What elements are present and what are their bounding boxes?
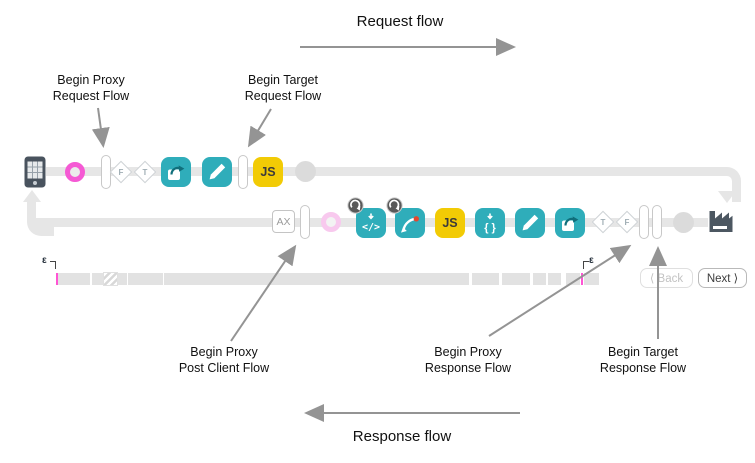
timeline-segment bbox=[533, 273, 546, 285]
condition-letter: F bbox=[118, 167, 124, 177]
condition-diamond[interactable]: F bbox=[109, 160, 133, 184]
factory-icon[interactable] bbox=[706, 203, 736, 239]
epsilon-right-label: ε bbox=[589, 255, 594, 266]
policy-step-pencil-icon[interactable] bbox=[202, 157, 232, 187]
condition-letter: T bbox=[142, 167, 148, 177]
begin-target-response-flow-marker[interactable] bbox=[652, 205, 662, 239]
code-glyph: </> bbox=[362, 222, 380, 233]
request-track bbox=[46, 167, 714, 176]
request-track-arrowhead-icon bbox=[718, 191, 736, 203]
policy-step-code-icon[interactable]: </> bbox=[356, 208, 386, 238]
begin-proxy-response-flow-marker[interactable] bbox=[639, 205, 649, 239]
label-line: Post Client Flow bbox=[178, 361, 270, 375]
policy-step-callout-icon[interactable] bbox=[395, 208, 425, 238]
epsilon-left-bracket bbox=[50, 261, 56, 269]
label-line: Response Flow bbox=[424, 361, 512, 375]
timeline-segment bbox=[472, 273, 499, 285]
proxy-endpoint-ring-faded[interactable] bbox=[321, 212, 341, 232]
label-begin-proxy-request-flow: Begin Proxy Request Flow bbox=[16, 72, 166, 104]
label-begin-proxy-response-flow: Begin Proxy Response Flow bbox=[393, 344, 543, 376]
arrow-begin-target-request bbox=[247, 108, 272, 148]
request-track-corner bbox=[714, 167, 741, 202]
label-line: Begin Proxy bbox=[190, 345, 258, 359]
timeline-segment bbox=[164, 273, 469, 285]
back-button[interactable]: ⟨ Back bbox=[640, 268, 693, 288]
label-line: Begin Proxy bbox=[434, 345, 502, 359]
request-flow-title: Request flow bbox=[356, 13, 444, 30]
condition-diamond[interactable]: T bbox=[133, 160, 157, 184]
flow-node-dot[interactable] bbox=[673, 212, 694, 233]
label-line: Request Flow bbox=[52, 89, 130, 103]
begin-target-request-flow-marker[interactable] bbox=[238, 155, 248, 189]
arrow-begin-proxy-post-client bbox=[230, 244, 297, 342]
policy-step-pencil-icon[interactable] bbox=[515, 208, 545, 238]
label-line: Begin Target bbox=[248, 73, 318, 87]
policy-step-forward-note-icon[interactable] bbox=[161, 157, 191, 187]
timeline-segment bbox=[566, 273, 580, 285]
timeline-segment bbox=[548, 273, 561, 285]
response-track-corner bbox=[27, 201, 54, 236]
timeline-segment bbox=[92, 273, 103, 285]
braces-glyph: { } bbox=[484, 222, 496, 234]
timeline-segment bbox=[502, 273, 530, 285]
timeline-segment bbox=[118, 273, 127, 285]
policy-step-js-icon[interactable]: JS bbox=[253, 157, 283, 187]
smartphone-icon[interactable] bbox=[24, 156, 46, 193]
policy-step-js-icon[interactable]: JS bbox=[435, 208, 465, 238]
condition-diamond[interactable]: T bbox=[591, 210, 615, 234]
rotate-clockwise-icon bbox=[347, 197, 364, 214]
label-line: Begin Target bbox=[608, 345, 678, 359]
next-button[interactable]: Next ⟩ bbox=[698, 268, 747, 288]
analytics-ax-node[interactable]: AX bbox=[272, 210, 295, 233]
condition-letter: T bbox=[600, 217, 606, 227]
label-begin-target-request-flow: Begin Target Request Flow bbox=[208, 72, 358, 104]
label-line: Begin Proxy bbox=[57, 73, 125, 87]
label-line: Response Flow bbox=[599, 361, 687, 375]
response-flow-title: Response flow bbox=[352, 428, 452, 445]
epsilon-left-label: ε bbox=[42, 255, 47, 266]
arrow-begin-proxy-response bbox=[488, 244, 632, 337]
policy-step-forward-note-icon[interactable] bbox=[555, 208, 585, 238]
condition-diamond[interactable]: F bbox=[615, 210, 639, 234]
policy-step-braces-icon[interactable]: { } bbox=[475, 208, 505, 238]
response-track-arrowhead-icon bbox=[23, 190, 41, 202]
rotate-clockwise-icon bbox=[386, 197, 403, 214]
timeline-start-tick bbox=[56, 273, 58, 285]
label-begin-target-response-flow: Begin Target Response Flow bbox=[568, 344, 718, 376]
flow-node-dot[interactable] bbox=[295, 161, 316, 182]
proxy-endpoint-ring[interactable] bbox=[65, 162, 85, 182]
timeline-segment bbox=[584, 273, 599, 285]
begin-proxy-post-client-flow-marker[interactable] bbox=[300, 205, 310, 239]
timeline-segment bbox=[128, 273, 163, 285]
label-begin-proxy-post-client-flow: Begin Proxy Post Client Flow bbox=[149, 344, 299, 376]
arrow-begin-proxy-request bbox=[91, 107, 110, 148]
timeline-segment bbox=[103, 272, 118, 286]
timeline-segment bbox=[58, 273, 90, 285]
condition-letter: F bbox=[624, 217, 630, 227]
label-line: Request Flow bbox=[244, 89, 322, 103]
